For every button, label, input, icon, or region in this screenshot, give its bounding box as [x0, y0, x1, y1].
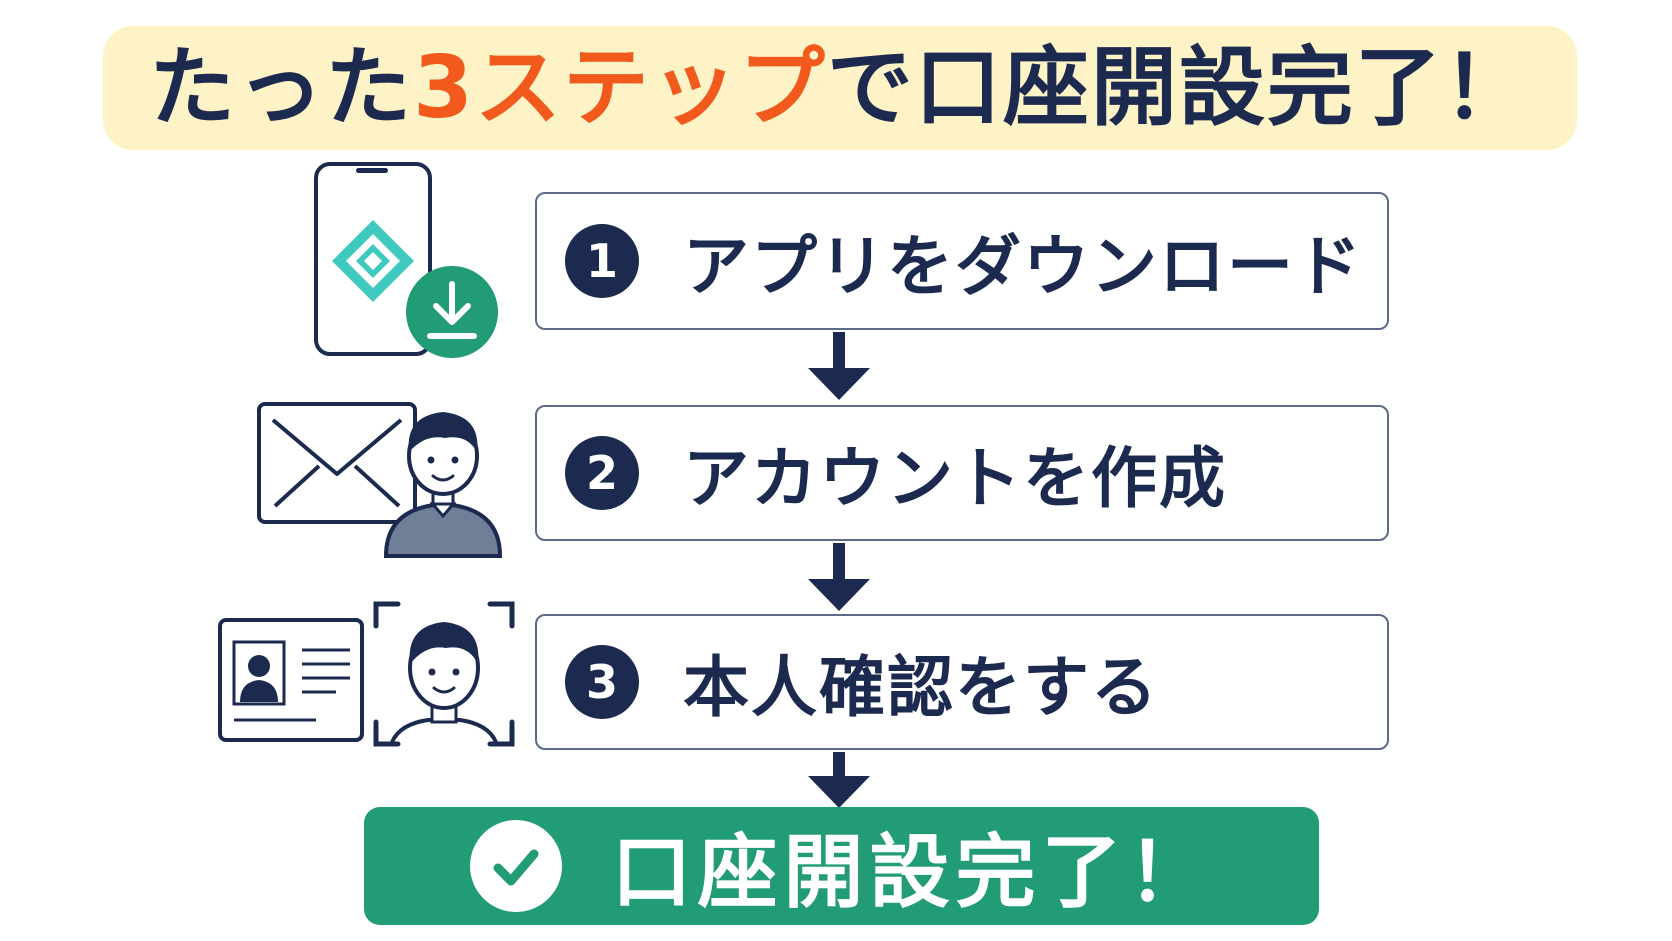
title-banner: たった3ステップで口座開設完了！ [103, 26, 1577, 150]
id-card-icon [218, 618, 364, 742]
down-arrow-icon [808, 543, 870, 611]
step-1-number-badge: 1 [565, 224, 639, 298]
completion-label: 口座開設完了！ [611, 826, 1214, 919]
face-scan-icon [373, 601, 515, 747]
title-text-before: たった [149, 38, 414, 138]
down-arrow-icon [808, 752, 870, 808]
completion-box: 口座開設完了！ [364, 807, 1319, 925]
step-2-label: アカウントを作成 [683, 440, 1227, 517]
step-3-box: 3 本人確認をする [535, 614, 1389, 750]
step-1-box: 1 アプリをダウンロード [535, 192, 1389, 330]
download-badge-icon [406, 266, 498, 358]
person-avatar-icon [383, 412, 503, 558]
envelope-icon [257, 402, 417, 524]
page-title: たった3ステップで口座開設完了！ [149, 45, 1531, 131]
mail-person-icon [257, 402, 503, 558]
app-logo-icon [332, 220, 414, 302]
title-text-highlight: 3ステップ [413, 38, 827, 138]
step-3-label: 本人確認をする [683, 649, 1159, 726]
down-arrow-icon [808, 332, 870, 400]
step-2-number-badge: 2 [565, 436, 639, 510]
title-text-after: で口座開設完了！ [826, 38, 1531, 138]
step-1-label: アプリをダウンロード [683, 228, 1363, 305]
check-circle-icon [469, 820, 562, 912]
phone-download-icon [314, 162, 498, 358]
id-card-face-scan-icon [218, 601, 515, 747]
step-2-box: 2 アカウントを作成 [535, 405, 1389, 541]
step-3-number-badge: 3 [565, 645, 639, 719]
